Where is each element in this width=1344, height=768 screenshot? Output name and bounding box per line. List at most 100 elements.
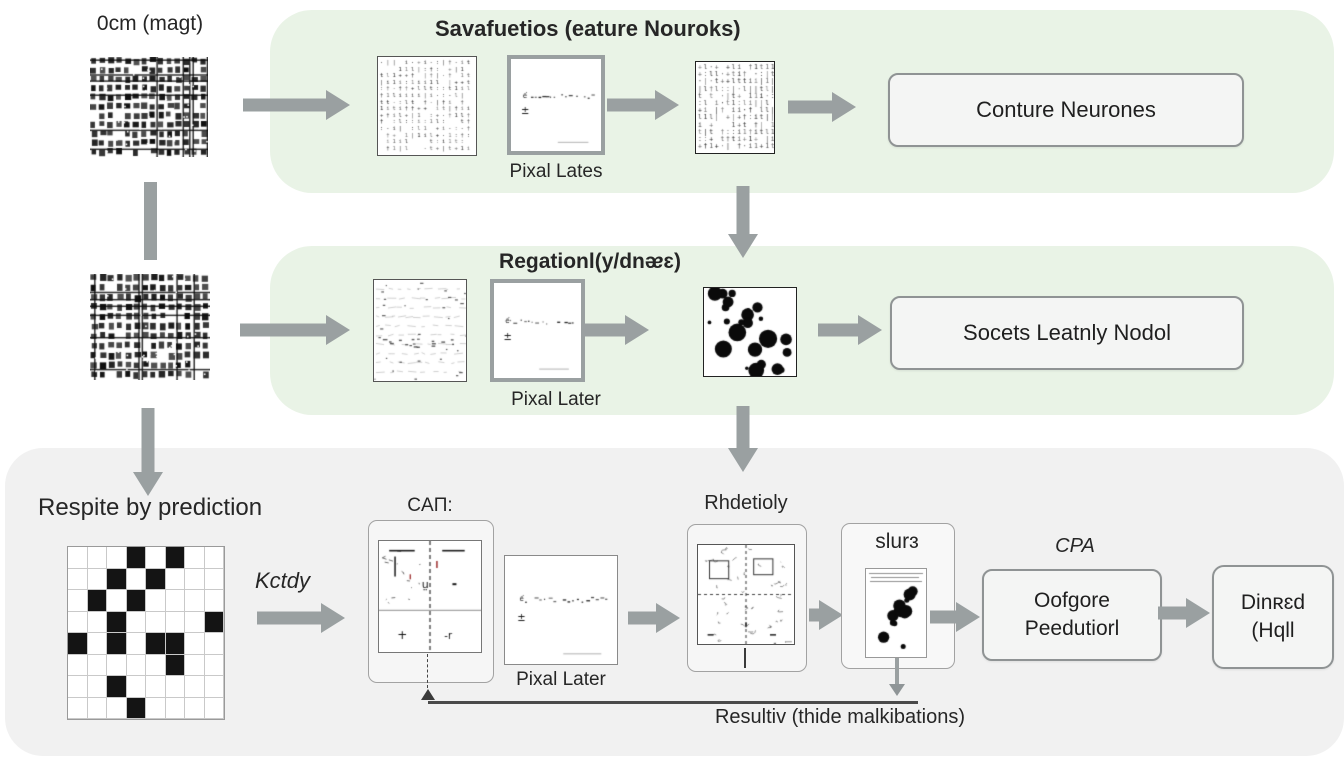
grid-cell-empty: [185, 568, 205, 590]
arrow-stage2-to-inference: [728, 406, 758, 472]
pixel-card-stage2: [490, 279, 585, 382]
prediction-grid: [67, 546, 225, 720]
arrow-input-to-stage1: [243, 90, 350, 120]
cat-box-label: CAΠ:: [407, 495, 453, 516]
prediction-box-line1: Oofgore: [1034, 589, 1110, 612]
grid-cell-empty: [165, 590, 185, 612]
grid-cell-filled: [126, 547, 146, 569]
grid-cell-empty: [107, 590, 127, 612]
grid-cell-empty: [126, 676, 146, 698]
cpa-label: CPA: [1055, 535, 1095, 557]
arrow-input-to-stage2: [240, 315, 350, 345]
grid-cell-empty: [87, 547, 107, 569]
slurs-card-image: [865, 568, 927, 658]
grid-cell-filled: [126, 590, 146, 612]
stage2-title: Regationl(y/dnᴂɛ): [499, 250, 681, 273]
grid-cell-empty: [165, 676, 185, 698]
grid-cell-empty: [68, 654, 88, 676]
pixel-card-stage1: [507, 55, 605, 155]
stage2-output-label: Socets Leatnly Nodol: [963, 320, 1171, 345]
grid-cell-empty: [68, 676, 88, 698]
refine-box-label: Rhdetioly: [704, 492, 788, 514]
prediction-box-line2: Peedutiorl: [1024, 617, 1120, 640]
grid-cell-empty: [204, 547, 224, 569]
grid-cell-filled: [165, 633, 185, 655]
arrow-card-to-refine: [628, 603, 680, 633]
refine-quadrant-image: [697, 544, 795, 645]
pixel-card-scribble-3: [505, 556, 617, 664]
sparse-map-image: [373, 279, 467, 382]
stage2-output-box: Socets Leatnly Nodol: [890, 296, 1244, 370]
grid-cell-empty: [87, 633, 107, 655]
input-image-label: 0cm (magt): [96, 12, 204, 35]
grid-cell-filled: [107, 633, 127, 655]
input-texture-image: [90, 57, 208, 157]
grid-cell-empty: [68, 611, 88, 633]
feedback-label: Resultiv (thide malkibations): [714, 706, 966, 728]
grid-cell-empty: [204, 568, 224, 590]
pixel-card-label-stage2: Pixal Later: [511, 389, 601, 410]
grid-cell-filled: [107, 568, 127, 590]
grid-cell-empty: [146, 590, 166, 612]
stage1-title: Savafuetios (eature Nouroks): [435, 16, 741, 41]
grid-cell-empty: [68, 590, 88, 612]
grid-cell-empty: [87, 611, 107, 633]
grid-cell-empty: [165, 611, 185, 633]
stage1-output-box: Conture Neurones: [888, 73, 1244, 147]
grid-cell-empty: [126, 654, 146, 676]
feature-map-image-1: [377, 56, 477, 156]
grid-cell-empty: [204, 676, 224, 698]
grid-cell-empty: [165, 697, 185, 719]
feedback-arrowhead-icon: [421, 689, 435, 700]
grid-cell-empty: [87, 697, 107, 719]
arrow-blobs-to-model: [818, 315, 882, 345]
grid-cell-empty: [126, 568, 146, 590]
arrow-card-to-feature-stage1: [607, 90, 679, 120]
final-box: Dinʀɛd (Hqll: [1212, 565, 1334, 669]
grid-cell-filled: [165, 654, 185, 676]
grid-cell-empty: [185, 697, 205, 719]
pixel-card-label-inference: Pixal Later: [516, 669, 606, 690]
grid-cell-empty: [68, 568, 88, 590]
grid-cell-filled: [107, 676, 127, 698]
stage1-output-label: Conture Neurones: [976, 97, 1156, 122]
grid-cell-empty: [185, 654, 205, 676]
arrow-predict-to-final: [1158, 598, 1210, 628]
grid-cell-empty: [146, 611, 166, 633]
final-box-line1: Dinʀɛd: [1240, 591, 1306, 614]
grid-cell-empty: [165, 568, 185, 590]
arrow-stage1-to-stage2: [728, 186, 758, 258]
grid-cell-empty: [204, 590, 224, 612]
feedback-line: [428, 701, 918, 704]
arrow-input-to-inference: [133, 408, 163, 496]
grid-cell-empty: [68, 697, 88, 719]
arrow-grid-to-cat: [257, 603, 345, 633]
blob-mask-image: [703, 287, 797, 377]
grid-cell-empty: [107, 697, 127, 719]
pixel-card-scribble-2: [494, 283, 581, 378]
grid-arrow-label: Kctdy: [255, 568, 311, 593]
inference-heading: Respite by prediction: [38, 494, 263, 521]
slurs-box-label: slurɜ: [875, 530, 919, 553]
grid-cell-empty: [146, 697, 166, 719]
grid-cell-empty: [87, 654, 107, 676]
grid-cell-empty: [185, 676, 205, 698]
pixel-card-scribble: [511, 59, 601, 151]
grid-cell-empty: [126, 611, 146, 633]
grid-cell-empty: [68, 547, 88, 569]
grid-cell-filled: [165, 547, 185, 569]
arrow-slurs-feedback-down: [882, 658, 912, 696]
pixel-card-label-stage1: Pixal Lates: [509, 161, 603, 182]
grid-cell-empty: [107, 654, 127, 676]
grid-cell-filled: [87, 590, 107, 612]
grid-cell-empty: [87, 568, 107, 590]
grid-cell-empty: [185, 611, 205, 633]
grid-cell-empty: [204, 654, 224, 676]
refine-connector: [744, 648, 746, 668]
arrow-slurs-to-predict: [930, 602, 980, 632]
cat-quadrant-image: [378, 540, 482, 653]
input-texture-image-2: [90, 274, 210, 380]
grid-cell-filled: [204, 611, 224, 633]
grid-cell-filled: [146, 568, 166, 590]
